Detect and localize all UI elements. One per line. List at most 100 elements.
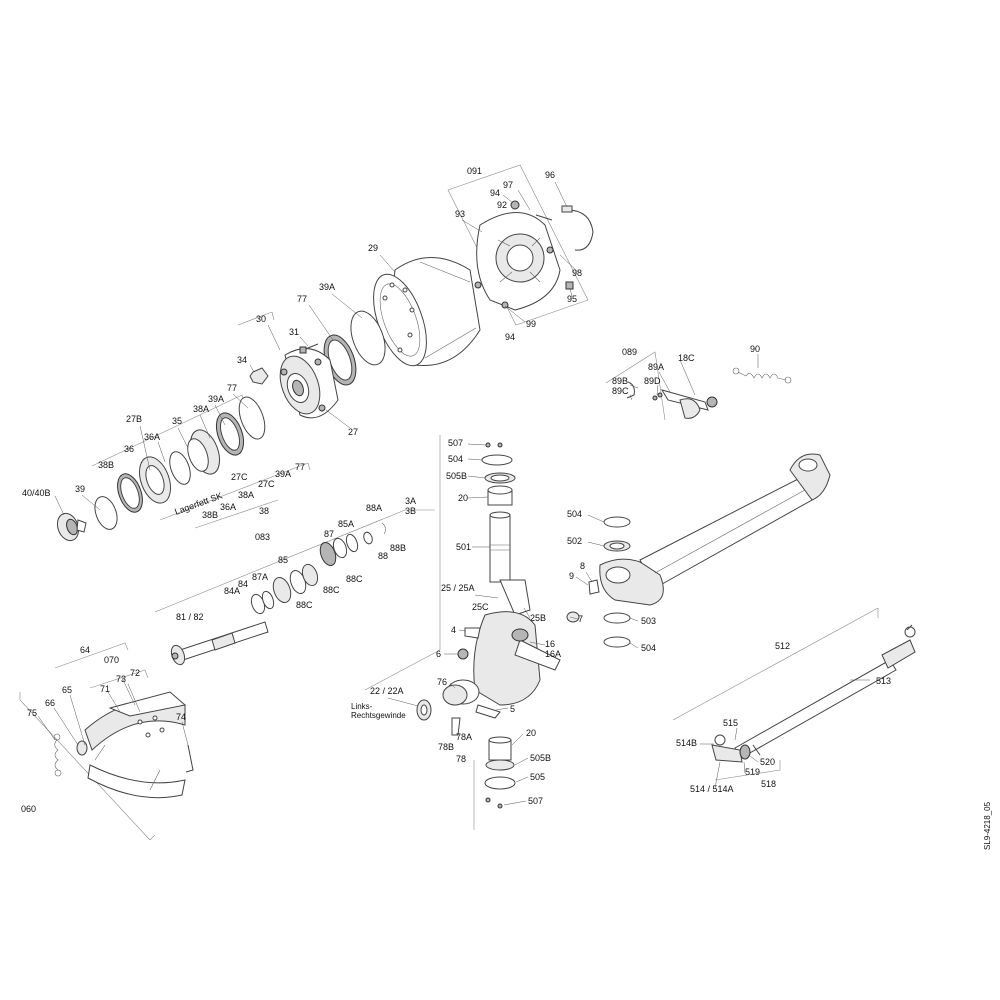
label-88C-a: 88C xyxy=(346,574,363,584)
label-88A: 88A xyxy=(366,503,382,513)
label-501: 501 xyxy=(456,542,471,552)
label-89A: 89A xyxy=(648,362,664,372)
label-35: 35 xyxy=(172,416,182,426)
bushings-504-503 xyxy=(566,516,631,648)
steering-knuckle xyxy=(442,579,561,719)
label-97: 97 xyxy=(503,180,513,190)
slack-adjuster-18C xyxy=(626,381,718,419)
king-pin-stack xyxy=(481,442,516,583)
label-89B: 89B xyxy=(612,376,628,386)
label-4: 4 xyxy=(451,625,456,635)
label-71: 71 xyxy=(100,684,110,694)
label-518: 518 xyxy=(761,779,776,789)
leader-lines xyxy=(37,181,870,806)
label-40-40B: 40/40B xyxy=(22,488,51,498)
label-96: 96 xyxy=(545,170,555,180)
label-73: 73 xyxy=(116,674,126,684)
label-520: 520 xyxy=(760,757,775,767)
brake-drum-29 xyxy=(373,257,481,367)
bearing-group-27B xyxy=(94,396,266,530)
label-27C-a: 27C xyxy=(231,472,248,482)
label-20a: 20 xyxy=(458,493,468,503)
label-38: 38 xyxy=(259,506,269,516)
label-88: 88 xyxy=(378,551,388,561)
label-31: 31 xyxy=(289,327,299,337)
label-39A-b: 39A xyxy=(208,394,224,404)
tie-rod-513 xyxy=(734,624,916,759)
label-16A: 16A xyxy=(545,649,561,659)
rings-84-88 xyxy=(250,522,386,615)
brake-shoe-070 xyxy=(84,691,187,799)
label-8: 8 xyxy=(580,561,585,571)
drawing-number: SL9-4218_05 xyxy=(983,801,992,850)
label-77b: 77 xyxy=(227,383,237,393)
label-25C: 25C xyxy=(472,602,489,612)
label-27B: 27B xyxy=(126,414,142,424)
label-74: 74 xyxy=(176,712,186,722)
label-87: 87 xyxy=(324,529,334,539)
label-089: 089 xyxy=(622,347,637,357)
label-94: 94 xyxy=(490,188,500,198)
nut-22 xyxy=(416,699,432,721)
label-504c: 504 xyxy=(641,643,656,653)
label-512: 512 xyxy=(775,641,790,651)
label-66: 66 xyxy=(45,698,55,708)
label-503: 503 xyxy=(641,616,656,626)
label-507b: 507 xyxy=(528,796,543,806)
label-29: 29 xyxy=(368,243,378,253)
label-65: 65 xyxy=(62,685,72,695)
label-88B: 88B xyxy=(390,543,406,553)
label-39: 39 xyxy=(75,484,85,494)
label-34: 34 xyxy=(237,355,247,365)
label-515: 515 xyxy=(723,718,738,728)
label-76: 76 xyxy=(437,677,447,687)
label-77a: 77 xyxy=(297,294,307,304)
label-3B: 3B xyxy=(405,506,416,516)
label-36: 36 xyxy=(124,444,134,454)
label-30: 30 xyxy=(256,314,266,324)
label-519: 519 xyxy=(745,767,760,777)
nut-34 xyxy=(249,367,269,385)
label-091: 091 xyxy=(467,166,482,176)
label-89D: 89D xyxy=(644,376,661,386)
label-505: 505 xyxy=(530,772,545,782)
label-25-25A: 25 / 25A xyxy=(441,583,475,593)
bolt-31 xyxy=(299,343,319,354)
label-78B: 78B xyxy=(438,742,454,752)
label-3A: 3A xyxy=(405,496,416,506)
label-505B-a: 505B xyxy=(446,471,467,481)
label-514B: 514B xyxy=(676,738,697,748)
clip-74 xyxy=(185,744,194,773)
label-083: 083 xyxy=(255,532,270,542)
label-38A: 38A xyxy=(193,404,209,414)
label-36A: 36A xyxy=(144,432,160,442)
label-20b: 20 xyxy=(526,728,536,738)
label-87A: 87A xyxy=(252,572,268,582)
label-25B: 25B xyxy=(530,613,546,623)
label-99: 99 xyxy=(526,319,536,329)
label-502: 502 xyxy=(567,536,582,546)
label-39A: 39A xyxy=(319,282,335,292)
label-9: 9 xyxy=(569,571,574,581)
label-88C-c: 88C xyxy=(296,600,313,610)
ring-39A xyxy=(350,310,386,366)
label-81-82: 81 / 82 xyxy=(176,612,204,622)
label-514-514A: 514 / 514A xyxy=(690,784,734,794)
label-90: 90 xyxy=(750,344,760,354)
label-38B-b: 38B xyxy=(202,510,218,520)
label-93: 93 xyxy=(455,209,465,219)
roller-66 xyxy=(76,740,88,756)
spring-90 xyxy=(732,367,792,384)
label-78: 78 xyxy=(456,754,466,764)
label-92: 92 xyxy=(497,200,507,210)
label-94b: 94 xyxy=(505,332,515,342)
label-98: 98 xyxy=(572,268,582,278)
label-77c: 77 xyxy=(295,462,305,472)
label-39A-c: 39A xyxy=(275,469,291,479)
label-95: 95 xyxy=(567,294,577,304)
wheel-hub-30 xyxy=(279,348,339,419)
group-091-brake-anchor-plate xyxy=(447,164,594,326)
label-513: 513 xyxy=(876,676,891,686)
label-16: 16 xyxy=(545,639,555,649)
